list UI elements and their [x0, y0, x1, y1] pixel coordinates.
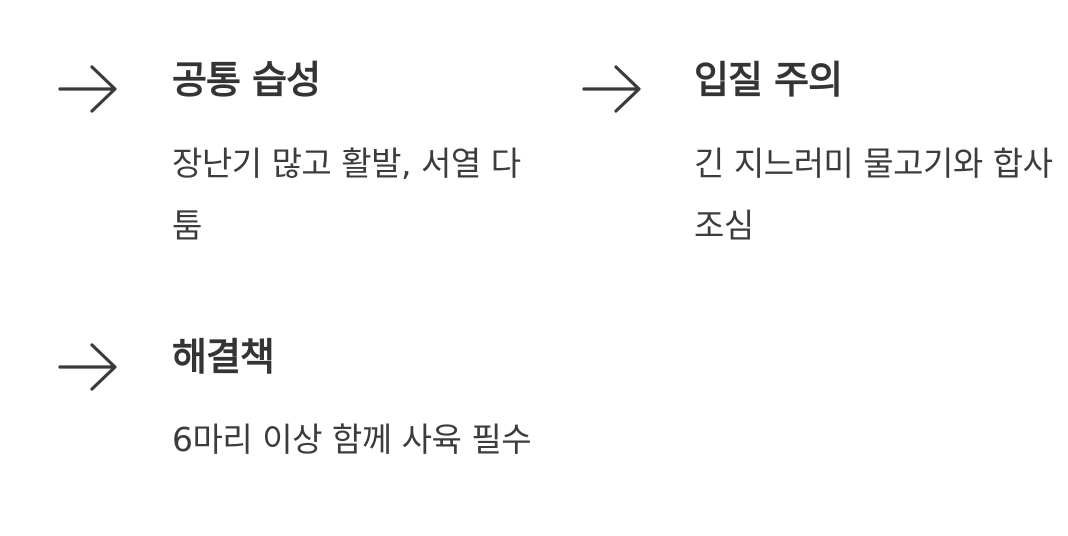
info-item-solution: 해결책 6마리 이상 함께 사육 필수: [0, 278, 600, 498]
item-title: 공통 습성: [172, 58, 321, 102]
info-item-bite-caution: 입질 주의 긴 지느러미 물고기와 합사 조심: [534, 0, 1068, 270]
item-description: 장난기 많고 활발, 서열 다툼: [172, 144, 521, 245]
info-item-common-behavior: 공통 습성 장난기 많고 활발, 서열 다툼: [0, 0, 534, 270]
arrow-right-icon: [582, 62, 644, 116]
arrow-right-icon: [58, 340, 120, 394]
arrow-right-icon: [58, 62, 120, 116]
item-title: 입질 주의: [694, 58, 843, 102]
item-description: 긴 지느러미 물고기와 합사 조심: [694, 144, 1053, 245]
item-description: 6마리 이상 함께 사육 필수: [172, 420, 532, 459]
item-title: 해결책: [172, 335, 275, 379]
